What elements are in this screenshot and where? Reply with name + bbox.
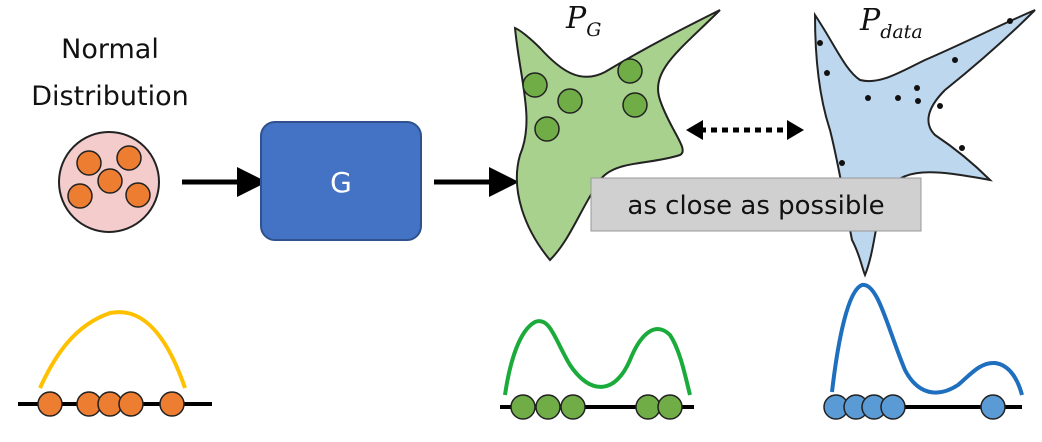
generated-1d-distribution: [500, 319, 694, 420]
pdata-distribution-shape: [813, 9, 1036, 278]
orange-dot: [97, 168, 123, 194]
orange-dot: [116, 145, 142, 171]
yellow-density-curve: [38, 310, 187, 389]
orange-dot: [67, 183, 93, 209]
green-dot: [622, 92, 648, 118]
orange-dot: [37, 391, 63, 417]
green-dot: [617, 58, 643, 84]
data-point: [937, 103, 943, 109]
green-dot: [657, 394, 683, 420]
green-dot: [535, 394, 561, 420]
green-dot: [534, 116, 560, 142]
pg-distribution-shape: [513, 9, 721, 262]
orange-dot: [125, 182, 151, 208]
orange-dot: [76, 150, 102, 176]
data-point: [817, 40, 823, 46]
normal-1d-distribution: [18, 310, 212, 417]
blue-dot: [980, 394, 1006, 420]
as-close-as-possible-text: as close as possible: [627, 191, 884, 221]
green-dot: [522, 72, 548, 98]
normal-distribution-label-line1: Normal: [61, 34, 159, 65]
data-1d-distribution: [823, 283, 1024, 420]
green-density-curve: [503, 319, 692, 396]
generator-label: G: [330, 166, 352, 199]
data-point: [839, 160, 845, 166]
data-point: [895, 95, 901, 101]
data-point: [865, 95, 871, 101]
data-point: [952, 57, 958, 63]
dotted-double-arrow-icon: [686, 120, 804, 140]
data-point: [914, 85, 920, 91]
normal-distribution-label-line2: Distribution: [31, 81, 189, 112]
pdata-label: Pdata: [859, 3, 923, 43]
green-dot: [560, 394, 586, 420]
data-point: [824, 70, 830, 76]
pg-label: PG: [565, 1, 601, 41]
orange-dot: [118, 391, 144, 417]
blue-density-curve: [830, 283, 1024, 396]
green-dot: [557, 88, 583, 114]
orange-dot: [159, 391, 185, 417]
generator-box: G: [260, 121, 422, 241]
data-point: [915, 98, 921, 104]
blue-dot: [880, 394, 906, 420]
data-point: [959, 145, 965, 151]
green-dot: [635, 394, 661, 420]
as-close-as-possible-box: as close as possible: [590, 177, 922, 232]
data-point: [1007, 18, 1013, 24]
green-dot: [510, 394, 536, 420]
normal-sample-circle: [58, 131, 160, 233]
